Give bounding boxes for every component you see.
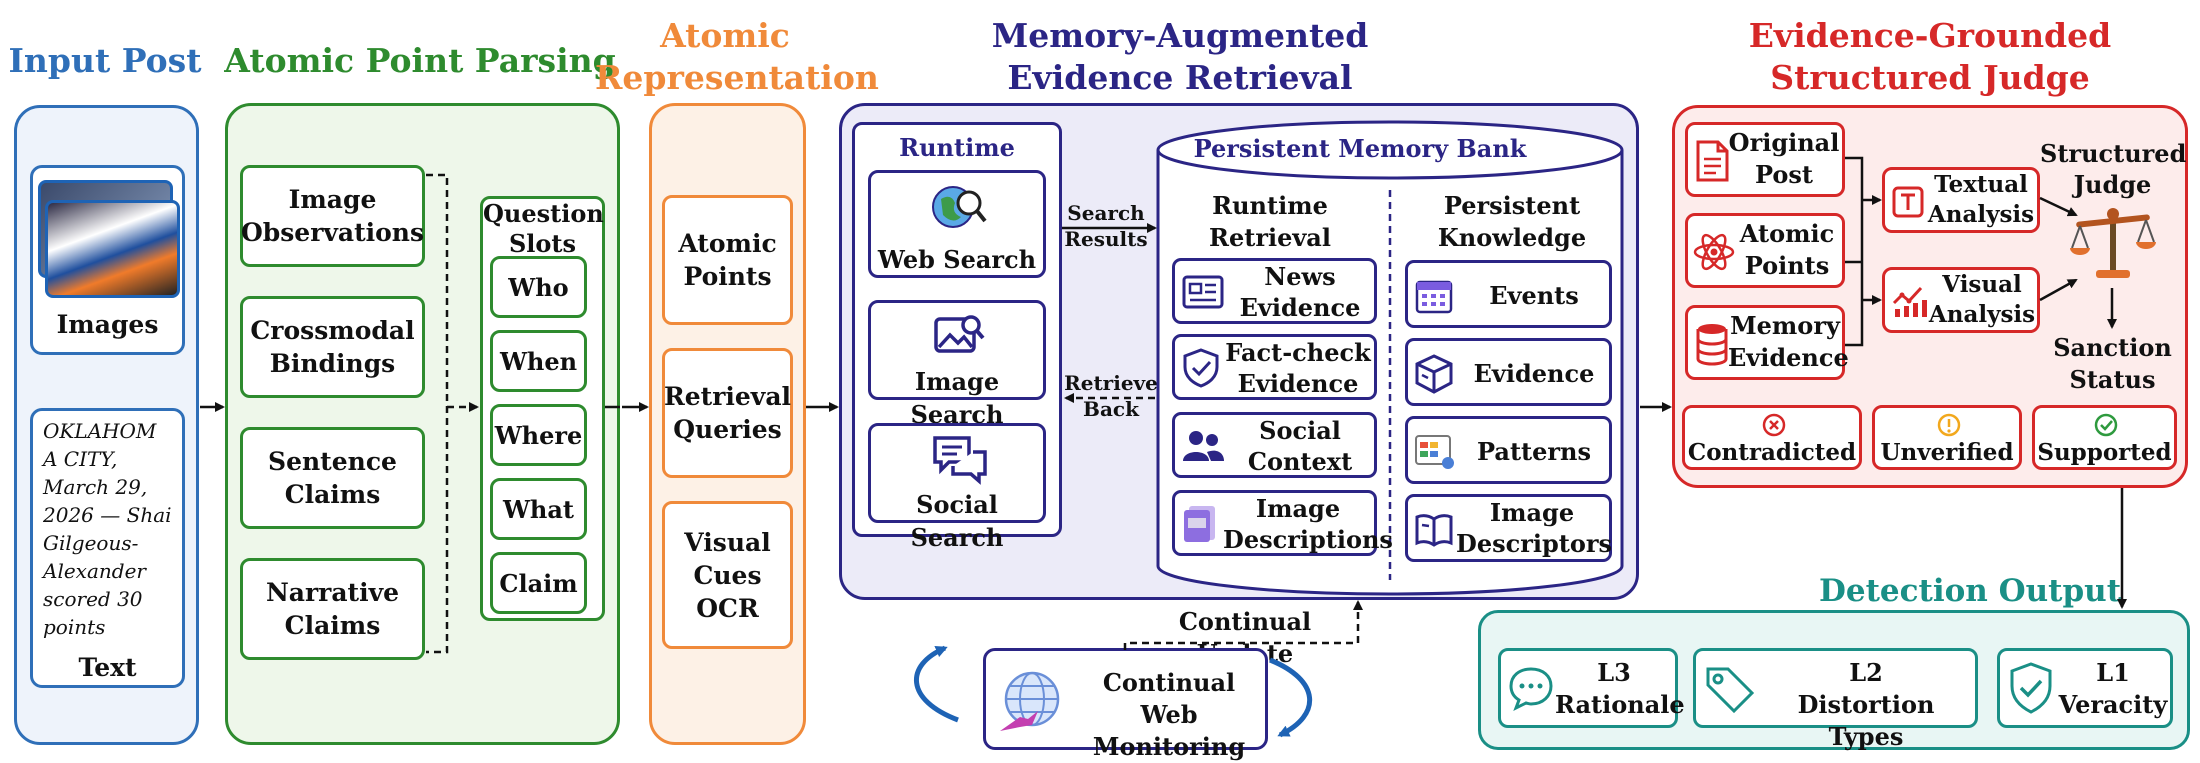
status-contradicted: Contradicted	[1682, 405, 1862, 470]
detection-output-title: Detection Output	[1818, 573, 2122, 609]
image-search-icon	[934, 315, 985, 353]
speech-bubble-icon	[1509, 667, 1553, 712]
text-t-icon	[1892, 186, 1924, 218]
input-post-title: Input Post	[8, 41, 202, 80]
post-text: OKLAHOM A CITY, March 29, 2026 — Shai Gi…	[43, 419, 172, 639]
open-book-icon	[1415, 514, 1453, 547]
text-card: OKLAHOM A CITY, March 29, 2026 — Shai Gi…	[30, 408, 185, 688]
image-search-card: Image Search	[868, 300, 1046, 429]
knowledge-item-patterns: Patterns	[1405, 416, 1612, 484]
memory-bank-title: Persistent Memory Bank	[1193, 134, 1527, 163]
globe-search-icon	[932, 186, 987, 228]
search-results-label: Search Results	[1064, 201, 1148, 251]
calendar-icon	[1415, 280, 1453, 314]
images-card: Images	[30, 165, 185, 355]
web-search-label: Web Search	[877, 245, 1037, 274]
status-supported: Supported	[2032, 405, 2177, 470]
shield-check-icon	[1183, 348, 1219, 388]
text-label: Text	[78, 653, 137, 682]
x-circle-icon	[1762, 413, 1786, 437]
images-label: Images	[56, 310, 159, 339]
database-icon	[1696, 324, 1728, 366]
shield-check-icon	[2010, 662, 2052, 714]
sanction-status-label: Sanction Status	[2053, 333, 2172, 394]
atomic-point-parsing-title: Atomic Point Parsing	[224, 41, 616, 80]
alert-circle-icon	[1937, 413, 1961, 437]
structured-judge-label: Structured Judge	[2040, 139, 2187, 199]
scales-of-justice-icon	[2070, 208, 2156, 278]
globe-airplane-icon	[1000, 671, 1060, 731]
memory-augmented-retrieval-title: Memory-Augmented Evidence Retrieval	[991, 16, 1369, 97]
image-card-icon	[1184, 506, 1215, 542]
knowledge-item-events: Events	[1405, 260, 1612, 328]
image-search-label: Image Search	[910, 367, 1004, 429]
retrieve-back-label: Retrieve Back	[1064, 371, 1158, 421]
slot-when: When	[490, 330, 587, 392]
atomic-representation-title: Atomic Representation	[595, 16, 879, 97]
image-thumbnail-front	[45, 200, 180, 298]
status-unverified: Unverified	[1872, 405, 2022, 470]
slot-what: What	[490, 478, 587, 540]
continual-web-monitoring-card: Continual Web Monitoring	[983, 648, 1268, 761]
slot-who: Who	[490, 256, 587, 318]
check-circle-icon	[2094, 413, 2118, 437]
web-search-card: Web Search	[868, 170, 1046, 278]
tag-icon	[1706, 667, 1755, 714]
question-slots-title: Question Slots	[483, 199, 604, 258]
social-search-card: Social Search	[868, 423, 1046, 552]
slot-claim: Claim	[490, 552, 587, 614]
dashboard-pattern-icon	[1415, 435, 1454, 469]
box-3d-icon	[1415, 354, 1453, 394]
persistent-knowledge-title: Persistent Knowledge	[1437, 191, 1587, 252]
evidence-grounded-judge-title: Evidence-Grounded Structured Judge	[1748, 16, 2112, 97]
slot-where: Where	[490, 404, 587, 466]
atom-icon	[1693, 233, 1735, 271]
chat-bubbles-icon	[933, 436, 987, 485]
document-icon	[1696, 140, 1729, 182]
continual-web-monitoring-label: Continual Web Monitoring	[1092, 668, 1246, 761]
social-search-label: Social Search	[910, 490, 1004, 552]
users-icon	[1183, 431, 1224, 461]
runtime-retrieval-title: Runtime Retrieval	[1209, 191, 1331, 252]
newspaper-icon	[1182, 275, 1224, 309]
chart-trend-icon	[1892, 286, 1927, 317]
knowledge-item-evidence: Evidence	[1405, 338, 1612, 406]
